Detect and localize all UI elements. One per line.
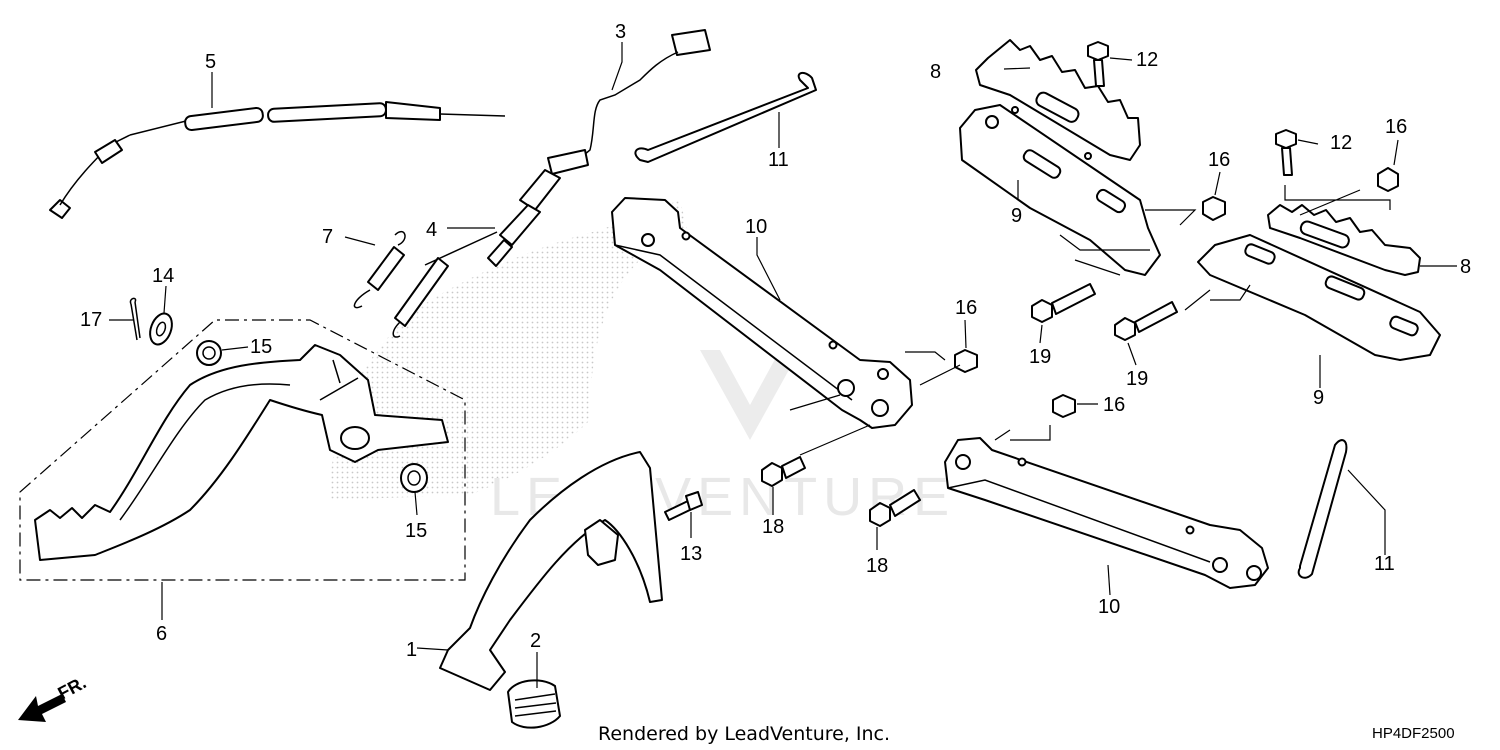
callout-labels: 1 2 3 4 5 6 7 8 8 9 9 10 10 11 11 12 12 … [80,21,1471,661]
part-15-bushing-lower[interactable] [400,463,428,493]
part-7-spring[interactable] [353,230,406,309]
callout-13: 13 [680,543,702,565]
part-17-cotter-pin[interactable] [129,297,141,341]
part-15-bushing-upper[interactable] [196,340,222,366]
leader-lines [109,42,1457,688]
part-6-brake-pedal-assembly[interactable] [34,344,449,561]
arrow-icon [18,694,66,722]
callout-15-upper: 15 [250,336,272,358]
callout-14: 14 [152,265,174,287]
part-4-return-spring[interactable] [392,231,498,338]
callout-8-lower: 8 [1460,256,1471,278]
part-10-bracket-right[interactable] [944,437,1269,589]
callout-4: 4 [426,219,437,241]
part-1-brake-arm[interactable] [439,451,663,691]
callout-18-left: 18 [762,516,784,538]
part-16-nut-b[interactable] [1377,167,1399,192]
diagram-code: HP4DF2500 [1372,725,1455,742]
part-9-step-bracket-lower[interactable] [1197,234,1441,361]
part-16-nut-a[interactable] [1202,196,1226,221]
callout-12-lower: 12 [1330,132,1352,154]
part-12-bolt-lower[interactable] [1275,129,1297,176]
part-11-rod-upper[interactable] [634,72,817,163]
callout-19-left: 19 [1029,346,1051,368]
part-18-bolt-right[interactable] [869,489,921,527]
callout-10-right: 10 [1098,596,1120,618]
callout-1: 1 [406,639,417,661]
callout-3: 3 [615,21,626,43]
part-5-brake-cable[interactable] [49,101,506,219]
part-14-washer[interactable] [146,311,176,348]
part-10-bracket-left[interactable] [611,197,913,429]
part-19-bolt-left[interactable] [1031,283,1096,323]
callout-9-lower: 9 [1313,387,1324,409]
callout-16-b: 16 [1208,149,1230,171]
callout-16-c: 16 [955,297,977,319]
part-16-nut-c[interactable] [954,349,978,373]
part-11-rod-lower[interactable] [1297,439,1348,579]
callout-10-left: 10 [745,216,767,238]
callout-16-a: 16 [1385,116,1407,138]
callout-17: 17 [80,309,102,331]
part-8-step-plate-lower[interactable] [1267,204,1421,276]
render-credit: Rendered by LeadVenture, Inc. [598,723,890,745]
callout-19-right: 19 [1126,368,1148,390]
part-3-brake-switch[interactable] [487,29,711,267]
callout-9-upper: 9 [1011,205,1022,227]
callout-18-right: 18 [866,555,888,577]
callout-2: 2 [530,630,541,652]
part-18-bolt-left[interactable] [761,456,806,487]
callout-12-upper: 12 [1136,49,1158,71]
callout-5: 5 [205,51,216,73]
front-direction-indicator: FR. [18,672,89,722]
callout-11-upper: 11 [768,149,789,171]
callout-8-upper: 8 [930,61,941,83]
callout-15-lower: 15 [405,520,427,542]
callout-7: 7 [322,226,333,248]
callout-11-lower: 11 [1374,553,1395,575]
part-6-assembly-boundary [19,319,466,581]
part-8-step-plate-upper[interactable] [975,39,1141,161]
part-2-pedal-rubber[interactable] [507,679,561,729]
part-16-nut-d[interactable] [1052,394,1076,418]
part-9-step-bracket-upper[interactable] [959,104,1161,276]
part-19-bolt-right[interactable] [1114,301,1178,341]
part-13-bolt[interactable] [664,491,703,521]
part-12-bolt-upper[interactable] [1087,41,1109,87]
callout-16-d: 16 [1103,394,1125,416]
callout-6: 6 [156,623,167,645]
